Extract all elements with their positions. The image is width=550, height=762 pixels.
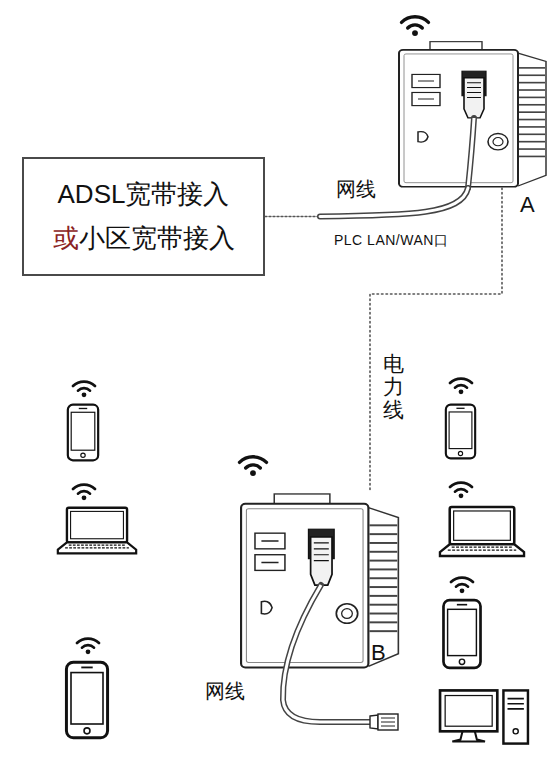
plc-panel: B	[240, 492, 400, 668]
wifi-icon	[73, 382, 95, 398]
edge-label: 网线	[336, 176, 376, 203]
dashed-line	[265, 216, 320, 217]
phone-icon	[443, 600, 480, 668]
cable	[283, 585, 372, 722]
wifi-icon	[240, 457, 267, 476]
desktop-icon	[440, 690, 528, 743]
wifi-icon	[402, 17, 429, 36]
text-line: 或小区宽带接入	[53, 224, 235, 254]
device-label: B	[371, 640, 386, 666]
panel-b	[241, 494, 398, 667]
plc-panel: A	[398, 40, 548, 188]
edge-label: 电力线	[383, 352, 404, 421]
laptop-icon	[440, 507, 524, 556]
cable	[468, 118, 474, 188]
phone-icon	[66, 662, 107, 737]
wifi-icon	[450, 483, 472, 499]
access-box: ADSL宽带接入或小区宽带接入	[22, 157, 265, 276]
cable-core	[468, 118, 474, 188]
node-text: 小区宽带接入	[79, 223, 235, 253]
cable-label: 网线	[205, 678, 245, 705]
node-text: 或	[53, 223, 79, 253]
phone-icon	[446, 405, 475, 459]
text-line: ADSL宽带接入	[58, 180, 230, 210]
cable-core	[283, 585, 372, 722]
phone-icon	[68, 405, 98, 461]
node-text: ADSL宽带接入	[58, 179, 230, 209]
wifi-icon	[450, 379, 472, 395]
port-label: PLC LAN/WAN口	[334, 232, 448, 250]
wifi-icon	[73, 485, 95, 501]
device-label: A	[520, 192, 535, 218]
wifi-icon	[451, 578, 473, 594]
rj45-plug	[370, 714, 398, 730]
wifi-icon	[77, 639, 99, 655]
laptop-icon	[58, 508, 136, 554]
